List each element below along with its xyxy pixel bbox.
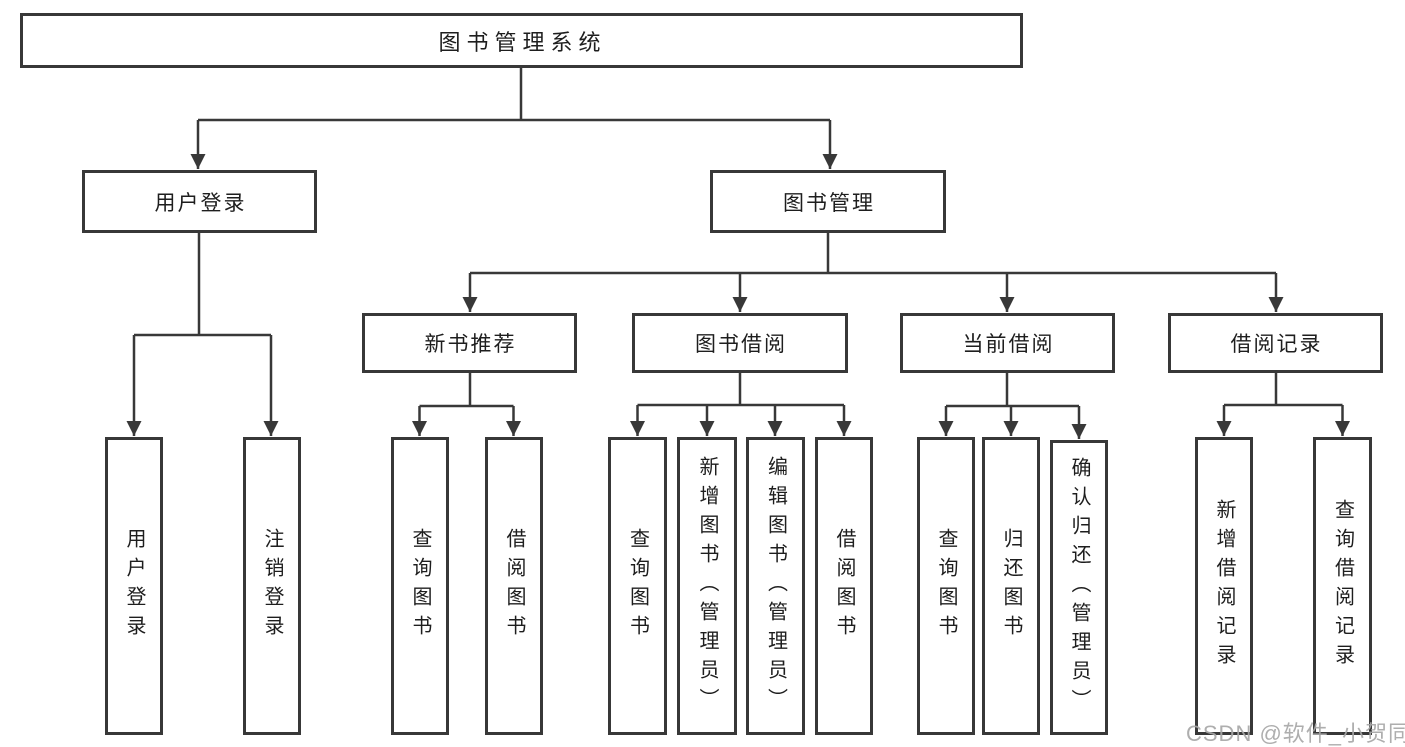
node-label: 查询图书 (409, 528, 431, 644)
node-label: 借阅图书 (503, 528, 525, 644)
node-book-borrow: 图书借阅 (632, 313, 848, 373)
node-label: 当前借阅 (962, 333, 1055, 356)
leaf-borrow-books: 借阅图书 (815, 437, 873, 735)
leaf-edit-books-admin: 编辑图书（管理员） (746, 437, 805, 735)
node-label: 借阅图书 (833, 528, 855, 644)
node-label: 图书管理系统 (438, 29, 607, 55)
leaf-query-borrow-record: 查询借阅记录 (1313, 437, 1372, 735)
node-label: 确认归还（管理员） (1068, 457, 1090, 718)
leaf-add-books-admin: 新增图书（管理员） (677, 437, 737, 735)
node-user-login: 用户登录 (82, 170, 317, 233)
node-label: 新书推荐 (424, 333, 517, 356)
node-current-borrow: 当前借阅 (900, 313, 1115, 373)
node-label: 图书借阅 (695, 333, 787, 356)
node-label: 查询图书 (626, 528, 649, 644)
leaf-logout: 注销登录 (243, 437, 301, 735)
leaf-return-books: 归还图书 (982, 437, 1040, 735)
node-book-management: 图书管理 (710, 170, 946, 233)
leaf-query-books: 查询图书 (391, 437, 449, 735)
leaf-borrow-books: 借阅图书 (485, 437, 543, 735)
node-label: 新增借阅记录 (1213, 499, 1235, 673)
node-label: 用户登录 (154, 191, 247, 215)
node-label: 图书管理 (783, 191, 875, 215)
node-label: 编辑图书（管理员） (764, 455, 787, 717)
node-library-management-system: 图书管理系统 (20, 13, 1023, 68)
csdn-watermark: CSDN @软件_小贺同学 (1186, 721, 1405, 746)
leaf-confirm-return-admin: 确认归还（管理员） (1050, 440, 1108, 735)
leaf-query-books: 查询图书 (608, 437, 667, 735)
node-label: 借阅记录 (1230, 333, 1323, 356)
node-label: 注销登录 (261, 528, 283, 644)
node-label: 查询借阅记录 (1331, 499, 1354, 673)
node-borrow-records: 借阅记录 (1168, 313, 1383, 373)
node-new-book-recommend: 新书推荐 (362, 313, 577, 373)
node-label: 新增图书（管理员） (696, 455, 718, 717)
node-label: 归还图书 (1000, 528, 1022, 644)
node-label: 用户登录 (123, 528, 145, 644)
leaf-add-borrow-record: 新增借阅记录 (1195, 437, 1253, 735)
node-label: 查询图书 (935, 528, 957, 644)
leaf-query-books: 查询图书 (917, 437, 975, 735)
leaf-user-login: 用户登录 (105, 437, 163, 735)
